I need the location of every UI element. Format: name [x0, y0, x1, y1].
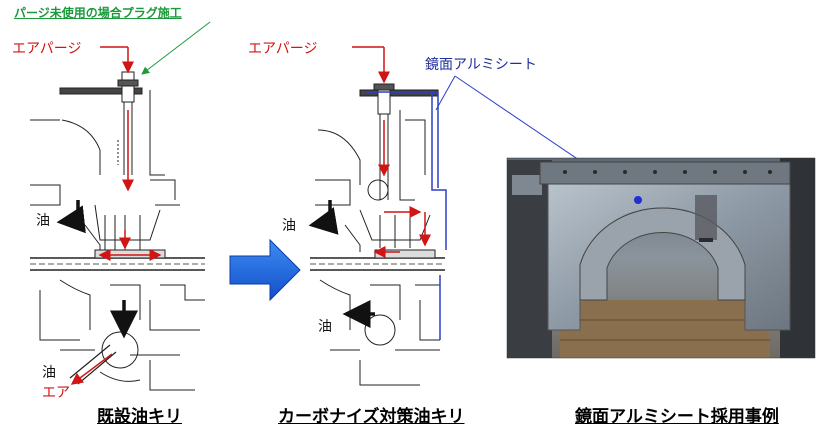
- left-air-purge-label: エアパージ: [12, 41, 82, 57]
- middle-oil-label: 油: [282, 218, 296, 234]
- left-red-purge-arrows: [70, 46, 162, 385]
- existing-oil-guard-drawing: [30, 71, 205, 391]
- left-air-label: エア: [42, 385, 70, 401]
- plug-note: パージ未使用の場合プラグ施工: [14, 6, 182, 20]
- mirror-sheet-outline: [366, 91, 447, 340]
- left-caption: 既設油キリ: [97, 407, 182, 427]
- middle-caption: カーボナイズ対策油キリ: [278, 407, 465, 427]
- mirror-sheet-label: 鏡面アルミシート: [425, 57, 537, 73]
- mirror-callout-dot-top: [634, 196, 642, 204]
- left-oil-label: 油: [36, 213, 50, 229]
- carbonize-oil-guard-drawing: [310, 83, 445, 386]
- middle-red-purge-arrows: [352, 46, 431, 258]
- plug-callout-line: [141, 21, 211, 75]
- left-black-oil-arrows: [56, 200, 138, 339]
- middle-black-oil-arrows: [308, 200, 375, 328]
- right-caption: 鏡面アルミシート採用事例: [575, 407, 779, 427]
- mirror-callout-line-2: [435, 75, 456, 111]
- mirror-sheet-photo: [506, 157, 816, 359]
- middle-air-purge-label: エアパージ: [248, 41, 318, 57]
- left-oil-bottom-label: 油: [42, 365, 56, 381]
- middle-oil-bottom-label: 油: [318, 319, 332, 335]
- transition-arrow: [229, 238, 301, 302]
